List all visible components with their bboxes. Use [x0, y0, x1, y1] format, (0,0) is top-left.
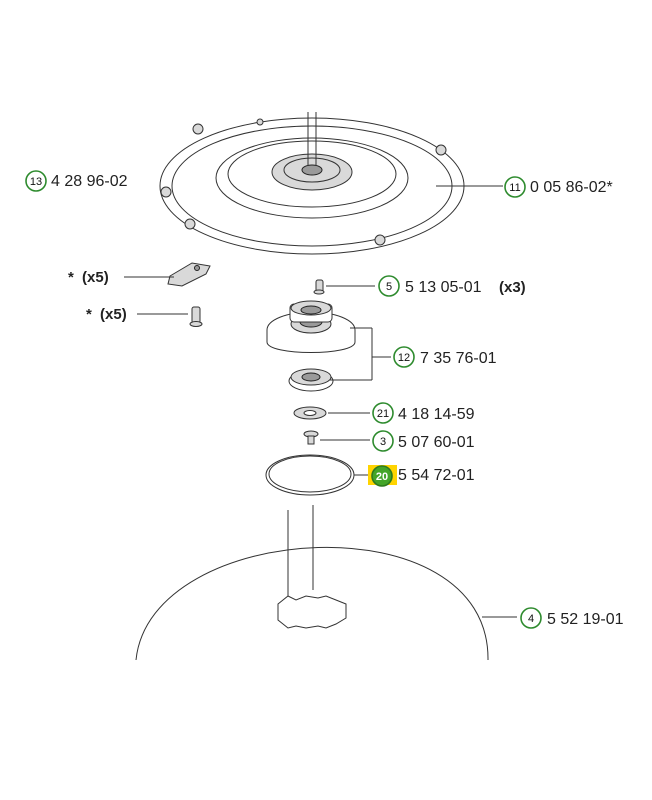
bearing-part	[288, 368, 334, 392]
cover-disc-part	[265, 454, 355, 496]
callout-4[interactable]: 4 5 52 19-01	[520, 607, 624, 629]
part-number-21: 4 18 14-59	[398, 406, 475, 423]
badge-5: 5	[378, 275, 400, 297]
part-number-12: 7 35 76-01	[420, 350, 497, 367]
blade-qty: (x5)	[82, 269, 109, 286]
part-number-11: 0 05 86-02*	[530, 179, 613, 196]
badge-4: 4	[520, 607, 542, 629]
callout-21[interactable]: 21 4 18 14-59	[372, 402, 475, 424]
svg-text:21: 21	[377, 408, 389, 420]
svg-text:12: 12	[398, 352, 410, 364]
leader-lines	[124, 185, 517, 618]
blade-part	[167, 262, 211, 287]
svg-text:5: 5	[386, 281, 392, 293]
part-number-3: 5 07 60-01	[398, 434, 475, 451]
callout-5[interactable]: 5 5 13 05-01 (x3)	[378, 275, 526, 297]
blade-qty-label: * (x5)	[68, 269, 109, 286]
screw-qty: (x5)	[100, 306, 127, 323]
blade-disc-part	[135, 505, 489, 661]
badge-12: 12	[393, 346, 415, 368]
screw-part	[313, 279, 325, 295]
washer-part	[293, 406, 327, 420]
badge-21: 21	[372, 402, 394, 424]
part-number-4: 5 52 19-01	[547, 611, 624, 628]
callout-3[interactable]: 3 5 07 60-01	[372, 430, 475, 452]
part-number-13: 4 28 96-02	[51, 173, 128, 190]
blade-star: *	[68, 269, 74, 286]
hub-part	[266, 300, 356, 353]
badge-11: 11	[504, 176, 526, 198]
svg-text:11: 11	[509, 182, 520, 194]
svg-text:* (x5): * (x5)	[68, 269, 109, 286]
part-number-5: 5 13 05-01	[405, 279, 482, 296]
badge-20: 20	[371, 465, 393, 487]
drive-plate-part	[159, 112, 465, 255]
svg-text:* (x5): * (x5)	[86, 306, 127, 323]
screw-qty-label: * (x5)	[86, 306, 127, 323]
callout-20[interactable]: 20 5 54 72-01	[368, 465, 475, 487]
callout-12[interactable]: 12 7 35 76-01	[393, 346, 497, 368]
center-screw-part	[303, 430, 319, 445]
svg-text:20: 20	[376, 471, 388, 483]
screw-star: *	[86, 306, 92, 323]
blade-screw-part	[189, 306, 203, 327]
badge-3: 3	[372, 430, 394, 452]
svg-text:13: 13	[30, 176, 42, 188]
part-number-20: 5 54 72-01	[398, 467, 475, 484]
svg-text:3: 3	[380, 436, 386, 448]
part-qty-5: (x3)	[499, 279, 526, 296]
badge-13: 13	[25, 170, 47, 192]
callout-11[interactable]: 11 0 05 86-02*	[504, 176, 613, 198]
svg-text:4: 4	[528, 613, 534, 625]
callout-13[interactable]: 13 4 28 96-02	[25, 170, 128, 192]
